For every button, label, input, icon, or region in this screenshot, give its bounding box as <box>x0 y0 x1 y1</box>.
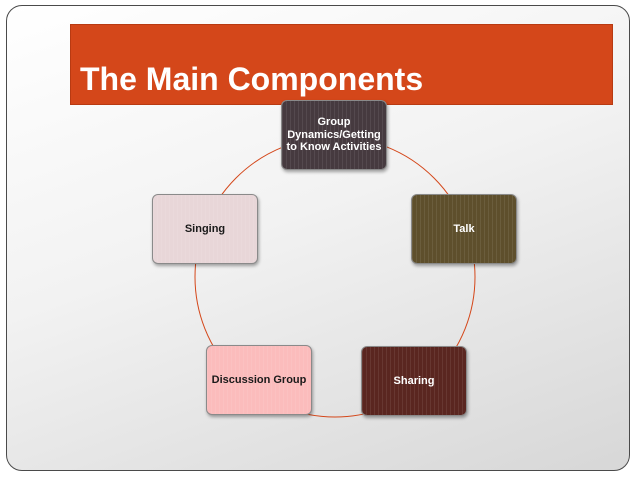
slide-title: The Main Components <box>80 61 424 97</box>
node-singing-label: Singing <box>184 222 226 235</box>
node-group-dynamics-label: Group Dynamics/Getting to Know Activitie… <box>286 116 382 154</box>
node-sharing-label: Sharing <box>393 374 435 387</box>
node-sharing: Sharing <box>361 346 467 416</box>
node-talk: Talk <box>411 194 517 264</box>
node-discussion-group: Discussion Group <box>206 345 312 415</box>
node-talk-label: Talk <box>453 222 475 235</box>
node-discussion-group-label: Discussion Group <box>211 373 307 386</box>
node-group-dynamics: Group Dynamics/Getting to Know Activitie… <box>281 100 387 170</box>
title-band: The Main Components <box>70 24 613 105</box>
node-singing: Singing <box>152 194 258 264</box>
slide-frame: The Main Components <box>6 5 630 471</box>
